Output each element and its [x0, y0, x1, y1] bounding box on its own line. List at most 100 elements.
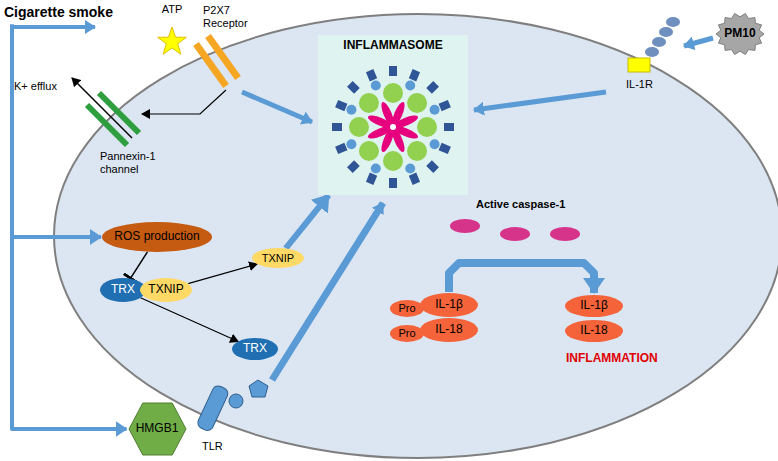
source-label-node: Cigarette smoke — [4, 2, 134, 23]
ellipse-node: IL-18 — [420, 318, 478, 342]
nacht-domain — [359, 141, 379, 161]
nlrp-domain — [426, 160, 439, 173]
node-text: TRX — [243, 342, 267, 356]
nlrp-domain — [335, 100, 347, 111]
node-text: IL-18 — [580, 324, 607, 338]
pannexin-channel — [99, 93, 139, 133]
node-text: INFLAMMASOME — [343, 39, 442, 53]
ellipse-node: IL-1β — [565, 295, 623, 317]
nlrp-domain — [439, 100, 451, 111]
p2x7-receptor — [208, 36, 238, 78]
nlrp-domain — [332, 123, 342, 131]
star-node: ATP — [152, 3, 192, 59]
signal-arrow — [242, 92, 312, 122]
asc-domain — [371, 80, 381, 90]
label-text: K+ efflux — [14, 80, 57, 92]
il1r-domain — [666, 17, 680, 27]
node-text: IL-1β — [435, 298, 463, 312]
ellipse-node: TXNIP — [252, 248, 304, 268]
asc-domain — [346, 139, 356, 149]
inflammasome-complex — [318, 35, 468, 195]
annotation-label: INFLAMMATION — [566, 352, 686, 366]
nacht-domain — [349, 117, 369, 137]
box-node: INFLAMMASOME — [318, 35, 468, 195]
ellipse-node: ROS production — [102, 222, 212, 252]
nacht-domain — [407, 93, 427, 113]
atp-star — [158, 27, 187, 54]
asc-domain — [405, 164, 415, 174]
spiky-node: PM10 — [715, 12, 765, 56]
caspase-molecule — [450, 219, 480, 233]
nlrp-domain — [409, 173, 420, 185]
nlrp-domain — [389, 66, 397, 76]
label-text: Pannexin-1 channel — [100, 150, 156, 175]
smoke-arrow — [12, 25, 95, 29]
signal-arrow — [474, 92, 606, 110]
node-text: Cigarette smoke — [4, 4, 113, 20]
connector-arrow — [12, 25, 101, 238]
label-text: INFLAMMATION — [566, 351, 658, 365]
ellipse-node: TRX — [232, 338, 278, 360]
asc-domain — [430, 105, 440, 115]
k-efflux-arrow — [72, 78, 132, 138]
nlrp-domain — [439, 143, 451, 154]
node-text: TXNIP — [262, 252, 294, 265]
asc-domain — [371, 164, 381, 174]
connector-arrow — [130, 252, 147, 279]
tlr-receptor — [196, 384, 230, 432]
label-text: Active caspase-1 — [476, 198, 565, 210]
annotation-label: K+ efflux — [14, 80, 58, 93]
annotation-label: Pannexin-1 channel — [100, 150, 174, 175]
caspase-petal — [392, 113, 419, 130]
node-text: ROS production — [114, 230, 199, 244]
nlrp-domain — [366, 173, 377, 185]
node-text: IL-18 — [435, 323, 462, 337]
hexagon-outline — [129, 403, 186, 455]
label-text: TLR — [202, 440, 223, 452]
nacht-domain — [383, 83, 403, 103]
particle-outline — [716, 14, 764, 55]
nlrp-domain — [444, 123, 454, 131]
asc-domain — [430, 139, 440, 149]
annotation-label: IL-1R — [626, 78, 676, 91]
connector-arrow — [12, 25, 127, 430]
tlr-ligand — [249, 380, 268, 397]
nlrp-domain — [347, 160, 360, 173]
nacht-domain — [359, 93, 379, 113]
nlrp-domain — [389, 178, 397, 188]
nlrp-domain — [347, 81, 360, 94]
pm10-arrow — [684, 38, 713, 46]
label-text: P2X7 Receptor — [203, 4, 248, 29]
label-text: IL-1R — [626, 78, 653, 90]
annotation-label: P2X7 Receptor — [203, 4, 263, 29]
node-text: Pro — [398, 327, 415, 340]
node-text: TXNIP — [148, 283, 183, 297]
ellipse-node: IL-18 — [565, 320, 623, 342]
ellipse-node: Pro — [390, 325, 424, 342]
nacht-domain — [383, 151, 403, 171]
connector-arrow — [286, 195, 329, 248]
caspase-molecule — [500, 227, 530, 241]
core — [390, 124, 396, 130]
ellipse-node: TXNIP — [140, 278, 192, 302]
nlrp-domain — [409, 69, 420, 81]
node-text: ATP — [162, 3, 183, 16]
il1r-domain — [645, 47, 659, 57]
connector-arrow — [141, 298, 239, 342]
connector-arrow — [449, 263, 594, 293]
ellipse-node: IL-1β — [420, 293, 478, 317]
node-text: PM10 — [724, 27, 755, 41]
nlrp-domain — [366, 69, 377, 81]
annotation-label: TLR — [202, 440, 242, 453]
node-text: HMGB1 — [136, 422, 179, 436]
tlr-body — [196, 384, 230, 432]
node-text: Pro — [398, 302, 415, 315]
ellipse-node: Pro — [390, 300, 424, 317]
nacht-domain — [407, 141, 427, 161]
asc-domain — [346, 105, 356, 115]
nacht-domain — [417, 117, 437, 137]
node-text: IL-1β — [580, 299, 608, 313]
il1r-domain — [659, 27, 673, 37]
hex-node: HMGB1 — [128, 402, 187, 456]
